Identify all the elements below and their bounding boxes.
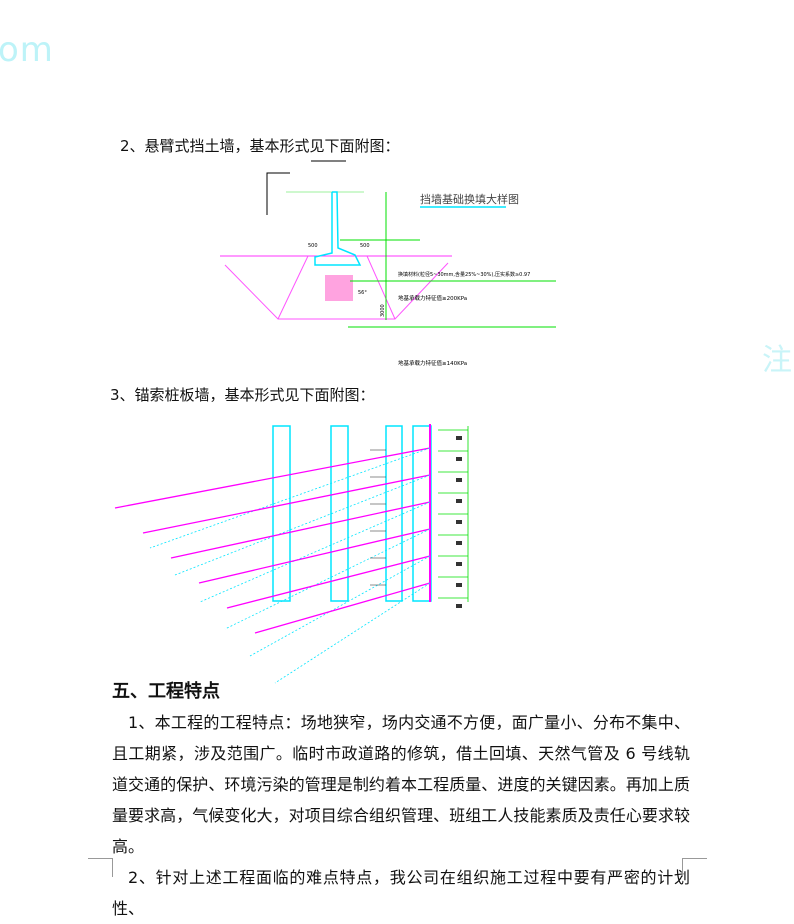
anchor-cable [254,582,431,634]
caption-anchor-pile-wall: 3、锚索桩板墙，基本形式见下面附图： [110,386,375,404]
paragraph: 1、本工程的工程特点：场地狭窄，场内交通不方便，面广量小、分布不集中、且工期紧，… [112,713,690,856]
caption-cantilever-wall: 2、悬臂式挡土墙，基本形式见下面附图： [120,137,400,155]
anchor-dashed [174,474,431,576]
page-corner-mark [88,858,113,877]
anchor-pile-wall-drawing [114,424,469,684]
dimension-label [456,541,462,545]
pile [385,425,403,602]
note-bearing-140: 地基承载力特征值≥140KPa [398,359,467,367]
dimension-label [456,562,462,566]
cantilever-wall-drawing: 500 500 3000 56° 挡墙基础换填大样图 换填材料(粒径5~30mm… [220,160,556,367]
watermark: om [0,30,54,70]
note-fill-material: 换填材料(粒径5~30mm,含量25%~30%),压实系数≥0.97 [398,271,530,278]
dimension-label [456,604,462,608]
pile [272,425,291,602]
pile [330,425,349,602]
anchor-cable [114,447,431,509]
pile [412,425,432,602]
anchor-dashed [199,501,431,603]
anchor-dashed [149,447,431,549]
anchor-cable [226,555,431,609]
anchor-cable [170,501,431,559]
figure-title: 挡墙基础换填大样图 [420,192,519,206]
anchor-cable [198,528,431,584]
section-heading: 五、工程特点 [112,681,220,702]
wall-stem [314,191,362,266]
dim-500: 500 [360,243,370,249]
note-bearing-200: 地基承载力特征值≥200KPa [398,294,467,302]
anchor-cable [142,474,431,534]
slope-line [366,255,396,320]
anchor-dashed [274,582,431,684]
dimension-label [456,499,462,503]
page-corner-mark [682,858,707,877]
paragraph: 2、针对上述工程面临的难点特点，我公司在组织施工过程中要有严密的计划性、 [112,868,690,918]
dimension-label [456,457,462,461]
frame-line [266,172,290,215]
dimension-label [456,520,462,524]
excavation-outline [224,262,449,320]
dimension-label [456,436,462,440]
dim-500: 500 [308,243,318,249]
angle-label: 56° [358,290,367,296]
fill-hatch [325,275,353,301]
anchor-dashed [249,555,431,657]
anchor-dashed [224,528,431,630]
section-body: 1、本工程的工程特点：场地狭窄，场内交通不方便，面广量小、分布不集中、且工期紧，… [112,707,690,924]
edge-watermark: 注 [762,343,792,378]
dim-3000: 3000 [380,304,386,317]
dimension-label [456,583,462,587]
dimension-label [456,478,462,482]
slope-line [277,255,309,320]
